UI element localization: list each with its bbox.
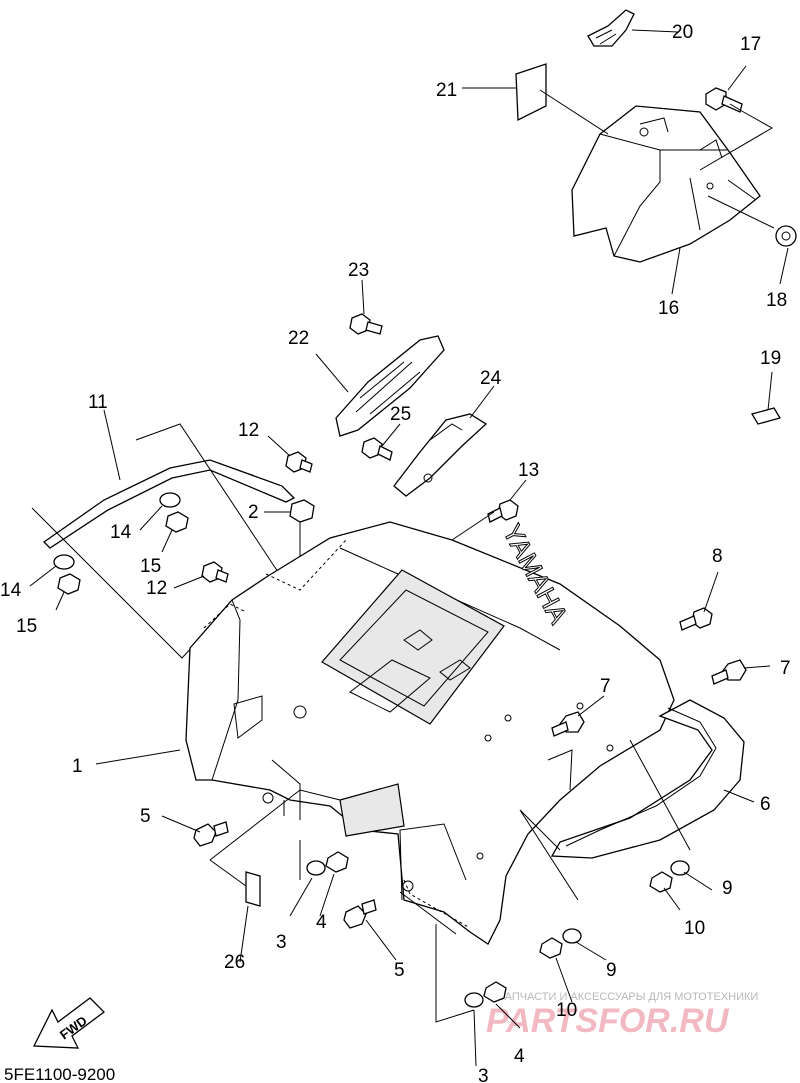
callout-3-b: 3 <box>478 1066 489 1083</box>
callout-4-a: 4 <box>316 912 327 933</box>
part-15-nut-a <box>165 511 189 533</box>
callout-leaders <box>29 29 789 1067</box>
callout-3-a: 3 <box>276 932 287 953</box>
callout-4-b: 4 <box>514 1046 525 1067</box>
callout-10-b: 10 <box>556 1000 577 1021</box>
watermark-caption: ЗАПЧАСТИ И АКСЕССУАРЫ ДЛЯ МОТОТЕХНИКИ <box>498 991 758 1003</box>
part-9-washer-a <box>670 860 690 876</box>
part-10-nut-b <box>539 937 563 959</box>
callout-15-a: 15 <box>140 556 161 577</box>
part-26-label <box>245 871 261 907</box>
callout-20: 20 <box>672 22 693 43</box>
diagram-code: 5FE1100-9200 <box>4 1065 115 1083</box>
part-14-washer-b <box>53 554 75 570</box>
callout-11: 11 <box>88 392 108 413</box>
part-3-washer-a <box>306 860 326 876</box>
part-14-washer-a <box>159 492 181 508</box>
callout-7-b: 7 <box>600 676 611 697</box>
callout-16: 16 <box>658 298 679 319</box>
callout-labels: 1 2 3 4 3 4 5 5 6 7 7 8 9 9 10 10 11 12 … <box>0 22 791 1083</box>
callout-17: 17 <box>740 34 761 55</box>
part-25-bolt <box>361 437 393 461</box>
part-3-washer-b <box>464 992 484 1008</box>
callout-23: 23 <box>348 260 369 281</box>
callout-9-a: 9 <box>722 878 733 899</box>
part-24-bracket <box>393 413 488 497</box>
callout-18: 18 <box>766 290 787 311</box>
callout-15-b: 15 <box>16 616 37 637</box>
part-7-bolt-b <box>551 711 585 737</box>
callout-7-a: 7 <box>780 658 791 679</box>
callout-5-b: 5 <box>394 960 405 981</box>
callout-22: 22 <box>288 328 309 349</box>
part-5-bolt-b <box>343 899 377 929</box>
part-21-label <box>515 63 547 122</box>
part-15-nut-b <box>57 573 81 595</box>
part-18-nut <box>775 225 797 247</box>
part-12-bolt-b <box>201 561 229 583</box>
part-12-bolt-a <box>285 451 313 473</box>
part-23-bolt <box>349 313 383 335</box>
part-7-bolt-a <box>711 659 747 685</box>
callout-13: 13 <box>518 460 539 481</box>
part-5-bolt-a <box>193 821 229 847</box>
assembly-lines <box>209 89 775 1023</box>
part-9-washer-b <box>562 928 582 944</box>
callout-24: 24 <box>480 368 502 389</box>
part-1-rear-fender: YAMAHA <box>185 519 675 945</box>
callout-21: 21 <box>436 80 457 101</box>
callout-14-a: 14 <box>110 522 132 543</box>
callout-9-b: 9 <box>606 960 617 981</box>
part-13-bolt <box>487 499 519 523</box>
callout-12-b: 12 <box>146 578 167 599</box>
callout-1: 1 <box>72 756 83 777</box>
part-4-nut-b <box>483 981 507 1003</box>
watermark-logo: PARTSFOR.RU <box>486 1002 730 1040</box>
part-6-side-flap <box>550 699 745 859</box>
callout-19: 19 <box>760 348 781 369</box>
part-16-rear-cover <box>571 105 761 263</box>
callout-26: 26 <box>224 952 245 973</box>
part-20-clip <box>587 9 635 47</box>
part-10-nut-a <box>649 871 673 893</box>
part-4-nut-a <box>325 851 349 873</box>
fwd-direction-arrow: FWD <box>32 997 105 1049</box>
part-19-pad <box>751 407 781 425</box>
callout-5-a: 5 <box>140 806 151 827</box>
part-8-bolt <box>679 607 713 631</box>
callout-12-a: 12 <box>238 420 259 441</box>
callout-2: 2 <box>248 502 259 523</box>
callout-25: 25 <box>390 404 411 425</box>
callout-14-b: 14 <box>0 580 22 601</box>
callout-8: 8 <box>712 546 723 567</box>
callout-10-a: 10 <box>684 918 705 939</box>
part-22-bracket-plate <box>335 335 445 437</box>
callout-6: 6 <box>760 794 771 815</box>
